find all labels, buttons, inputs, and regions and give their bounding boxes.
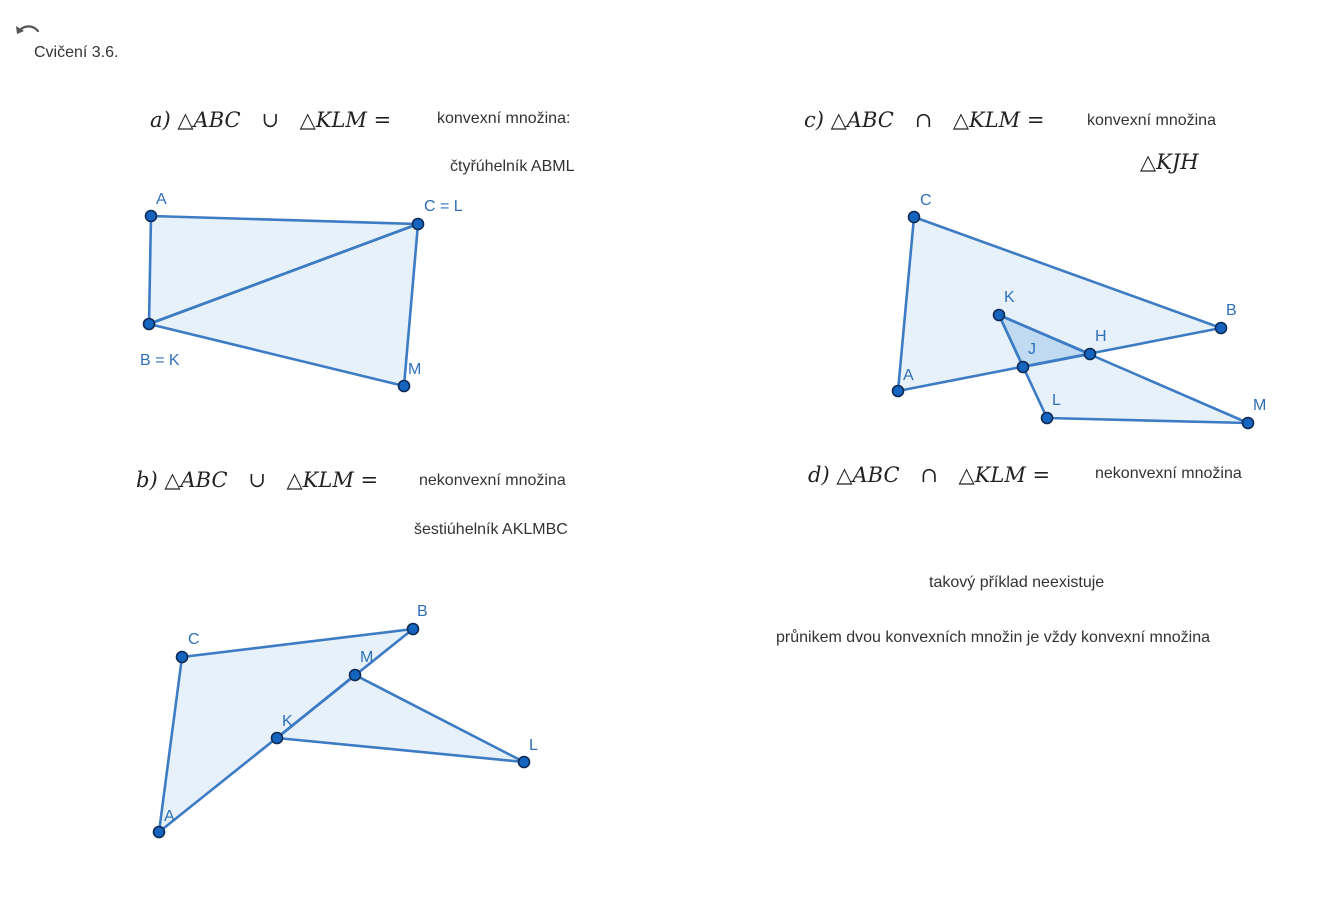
- part-a-right: △KLM =: [299, 108, 392, 132]
- c-label-h: H: [1095, 328, 1107, 345]
- c-triangle-kjh: [997, 313, 1092, 369]
- part-d-note-1: takový příklad neexistuje: [929, 574, 1105, 591]
- part-b-operator: ∪: [248, 468, 266, 492]
- part-b-right: △KLM =: [286, 468, 379, 492]
- part-d-expression: d) △ABC ∩ △KLM =: [808, 463, 1050, 487]
- a-label-a: A: [156, 191, 167, 208]
- a-point-m[interactable]: [397, 379, 411, 393]
- b-label-l: L: [529, 737, 538, 754]
- a-label-b-k: B = K: [140, 352, 180, 369]
- part-c-right: △KLM =: [952, 108, 1045, 132]
- a-point-c-l[interactable]: [411, 217, 425, 231]
- part-a-operator: ∪: [261, 108, 279, 132]
- b-point-l[interactable]: [517, 755, 531, 769]
- part-d-left: △ABC: [836, 463, 900, 487]
- part-c-left: △ABC: [830, 108, 894, 132]
- part-d-prefix: d): [808, 463, 830, 487]
- b-label-m: M: [360, 649, 373, 666]
- part-b-result: nekonvexní množina: [419, 472, 566, 489]
- c-point-l[interactable]: [1040, 411, 1054, 425]
- c-point-c[interactable]: [907, 210, 921, 224]
- part-b-prefix: b): [136, 468, 158, 492]
- part-c-operator: ∩: [914, 108, 933, 132]
- part-d-right: △KLM =: [958, 463, 1051, 487]
- part-a-result: konvexní množina:: [437, 110, 571, 127]
- c-label-j: J: [1028, 341, 1036, 358]
- figure-b: A B C K L M: [152, 603, 538, 839]
- c-label-a: A: [903, 367, 914, 384]
- part-a-expression: a) △ABC ∪ △KLM =: [150, 108, 391, 132]
- b-segment-km: [275, 673, 357, 740]
- b-label-a: A: [164, 808, 175, 825]
- c-point-m[interactable]: [1241, 416, 1255, 430]
- part-c-prefix: c): [804, 108, 824, 132]
- part-a-left: △ABC: [177, 108, 241, 132]
- b-point-c[interactable]: [175, 650, 189, 664]
- figure-c: A B C K L M J H: [891, 192, 1266, 430]
- part-d-result: nekonvexní množina: [1095, 465, 1242, 482]
- a-label-c-l: C = L: [424, 198, 463, 215]
- a-label-m: M: [408, 361, 421, 378]
- c-point-k[interactable]: [992, 308, 1006, 322]
- b-label-c: C: [188, 631, 200, 648]
- part-b-expression: b) △ABC ∪ △KLM =: [136, 468, 378, 492]
- a-segment-bc: [147, 222, 420, 326]
- part-c-detail: △KJH: [1140, 150, 1199, 174]
- c-label-l: L: [1052, 392, 1061, 409]
- a-point-a[interactable]: [144, 209, 158, 223]
- c-label-m: M: [1253, 397, 1266, 414]
- b-point-b[interactable]: [406, 622, 420, 636]
- c-label-b: B: [1226, 302, 1237, 319]
- part-a-detail: čtyřúhelník ABML: [450, 158, 575, 175]
- figure-a: A C = L B = K M: [140, 191, 463, 393]
- c-point-h[interactable]: [1083, 347, 1097, 361]
- b-point-k[interactable]: [270, 731, 284, 745]
- c-point-b[interactable]: [1214, 321, 1228, 335]
- undo-icon[interactable]: [14, 22, 40, 42]
- c-point-j[interactable]: [1016, 360, 1030, 374]
- b-label-b: B: [417, 603, 428, 620]
- a-point-b-k[interactable]: [142, 317, 156, 331]
- page-title: Cvičení 3.6.: [34, 44, 119, 61]
- b-label-k: K: [282, 713, 293, 730]
- c-point-a[interactable]: [891, 384, 905, 398]
- part-c-result: konvexní množina: [1087, 112, 1216, 129]
- b-point-a[interactable]: [152, 825, 166, 839]
- c-label-k: K: [1004, 289, 1015, 306]
- part-d-operator: ∩: [920, 463, 938, 487]
- part-b-detail: šestiúhelník AKLMBC: [414, 521, 568, 538]
- c-label-c: C: [920, 192, 932, 209]
- part-a-prefix: a): [150, 108, 171, 132]
- part-b-left: △ABC: [164, 468, 228, 492]
- b-point-m[interactable]: [348, 668, 362, 682]
- part-c-expression: c) △ABC ∩ △KLM =: [804, 108, 1044, 132]
- part-d-note-2: průnikem dvou konvexních množin je vždy …: [776, 629, 1210, 646]
